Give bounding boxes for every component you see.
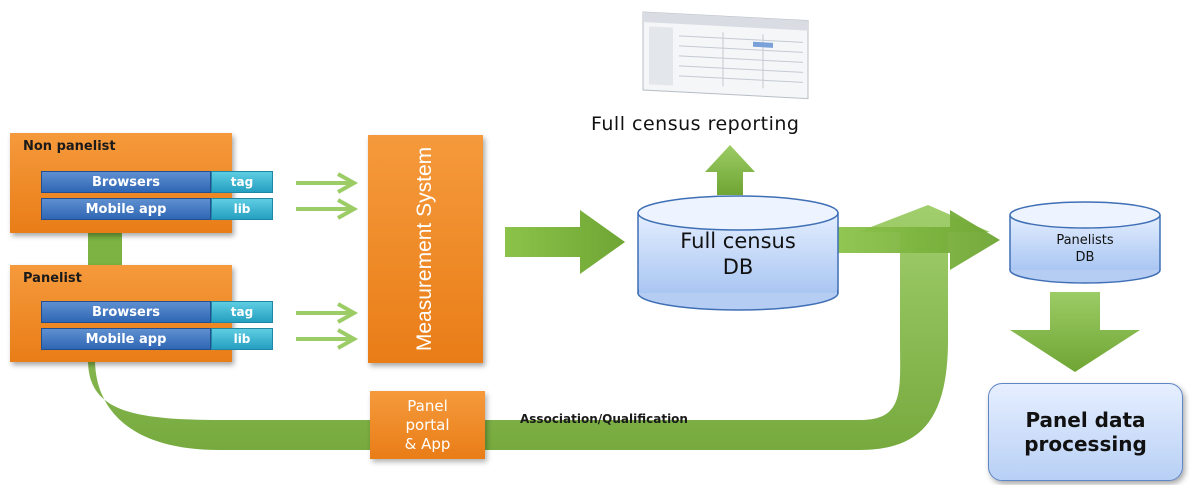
panelist-title: Panelist — [23, 271, 82, 286]
non-panelist-browsers-tag: tag — [211, 171, 273, 193]
measurement-system-box: Measurement System — [368, 135, 483, 363]
panel-portal-line3: & App — [404, 434, 451, 453]
panel-data-processing-box: Panel data processing — [988, 383, 1183, 481]
association-qualification-label: Association/Qualification — [520, 412, 688, 426]
panel-data-processing-line1: Panel data — [1025, 408, 1146, 432]
panelist-browsers: Browsers — [41, 301, 211, 323]
panelists-db-line1: Panelists — [1056, 233, 1114, 248]
panelists-db-line2: DB — [1075, 250, 1095, 265]
measurement-system-label: Measurement System — [413, 146, 437, 352]
report-thumbnail-image — [642, 11, 809, 100]
small-arrows — [296, 172, 359, 350]
ms-to-db-arrow — [505, 210, 625, 274]
full-census-db-cylinder — [637, 195, 839, 311]
non-panelist-browsers: Browsers — [41, 171, 211, 193]
panel-portal-box: Panel portal & App — [370, 391, 485, 459]
panel-portal-line1: Panel — [407, 396, 448, 415]
non-panelist-mobile-app: Mobile app — [41, 198, 211, 220]
full-census-db-label: Full census DB — [640, 228, 836, 280]
panel-portal-line2: portal — [405, 415, 450, 434]
group-connector — [88, 230, 122, 270]
full-census-db-line1: Full census — [680, 229, 796, 253]
panelist-mobile-lib: lib — [211, 328, 273, 350]
non-panelist-title: Non panelist — [23, 139, 116, 154]
panelists-db-label: Panelists DB — [1012, 232, 1158, 266]
panelist-mobile-app: Mobile app — [41, 328, 211, 350]
full-census-reporting-label: Full census reporting — [591, 113, 800, 135]
db-to-panelists-arrow — [838, 210, 1000, 270]
non-panelist-mobile-lib: lib — [211, 198, 273, 220]
panelists-to-processing-arrow — [1010, 292, 1140, 372]
panel-data-processing-line2: processing — [1024, 432, 1147, 456]
full-census-db-line2: DB — [722, 255, 754, 279]
panelists-db-cylinder — [1009, 201, 1161, 284]
db-to-reporting-arrow — [705, 145, 755, 195]
panelist-browsers-tag: tag — [211, 301, 273, 323]
